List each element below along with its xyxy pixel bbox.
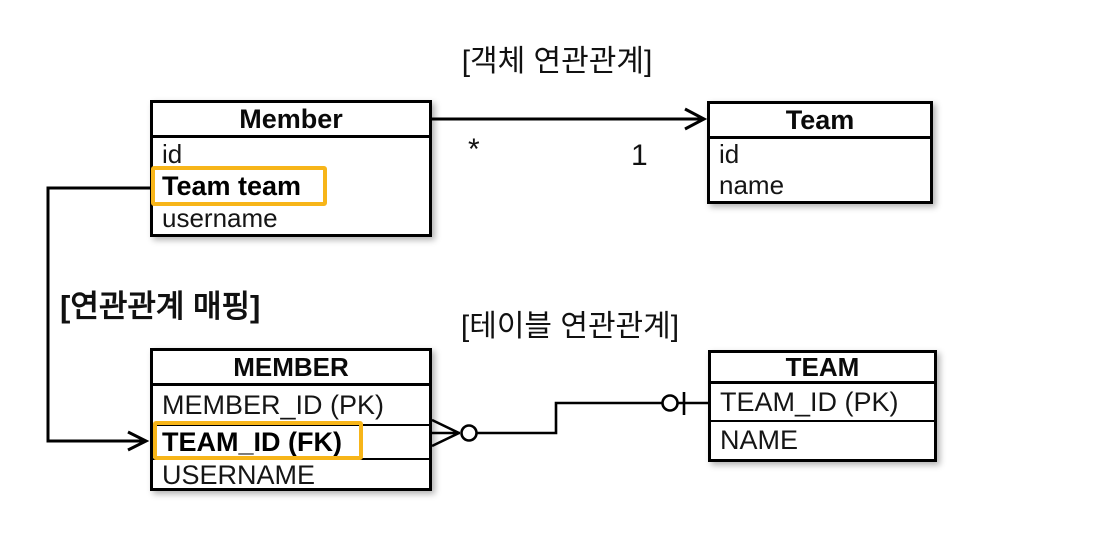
member-table-field-member-id-pk: MEMBER_ID (PK) xyxy=(153,386,429,426)
table-association-title: [테이블 연관관계] xyxy=(460,310,680,343)
team-table-box: TEAM TEAM_ID (PK) NAME xyxy=(708,350,937,462)
team-table-title: TEAM xyxy=(711,353,934,384)
member-to-team-arrow xyxy=(432,107,708,131)
crow-foot-connector xyxy=(431,392,708,448)
member-table-title: MEMBER xyxy=(153,351,429,386)
team-class-title: Team xyxy=(710,104,930,139)
member-field-username: username xyxy=(162,203,278,233)
team-class-box: Team id name xyxy=(707,101,933,204)
member-class-box: Member id Team team username xyxy=(150,100,432,237)
association-mapping-title: [연관관계 매핑] xyxy=(60,289,261,324)
team-field-name: name xyxy=(719,170,785,200)
member-table-field-username: USERNAME xyxy=(162,460,316,488)
team-field-id: id xyxy=(719,139,740,169)
multiplicity-one-label: 1 xyxy=(631,139,648,172)
team-table-field-team-id-pk: TEAM_ID (PK) xyxy=(711,384,934,422)
member-table-box: MEMBER MEMBER_ID (PK) TEAM_ID (FK) USERN… xyxy=(150,348,432,491)
member-table-field-team-id-fk: TEAM_ID (FK) xyxy=(153,426,429,460)
member-field-team: Team team xyxy=(162,171,302,201)
member-field-id: id xyxy=(162,139,183,169)
multiplicity-many-label: * xyxy=(468,133,480,166)
member-class-title: Member xyxy=(153,103,429,138)
team-table-field-name: NAME xyxy=(720,425,799,455)
object-association-title: [객체 연관관계] xyxy=(461,45,653,78)
